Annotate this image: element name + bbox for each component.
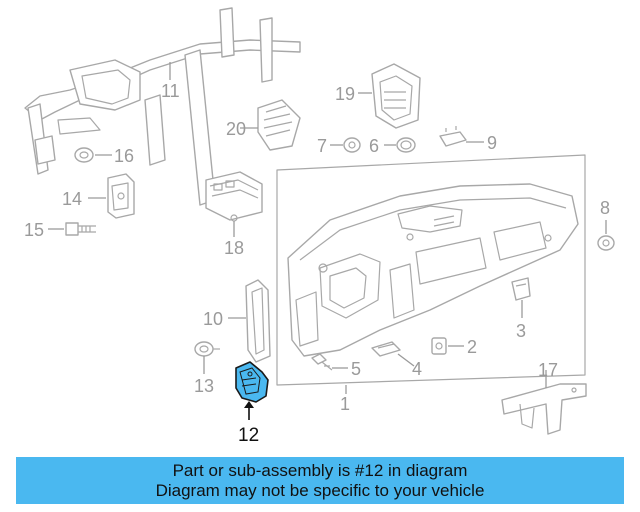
part-3-bracket (511, 277, 531, 301)
callout-13: 13 (194, 376, 214, 396)
callout-10: 10 (203, 309, 223, 329)
callout-7: 7 (317, 136, 327, 156)
callout-1: 1 (340, 394, 350, 414)
callout-17: 17 (538, 360, 558, 380)
part-20-register (257, 99, 301, 151)
part-18-module (205, 171, 263, 222)
callout-5: 5 (351, 359, 361, 379)
part-7-grommet (343, 137, 361, 153)
callout-12: 12 (238, 425, 259, 446)
part-4-clip (371, 341, 401, 357)
part-9-clip (439, 126, 467, 147)
part-5-screw (311, 353, 333, 371)
part-2-clip (431, 337, 447, 355)
part-11-reinforcement (24, 7, 301, 206)
callout-14: 14 (62, 189, 82, 209)
part-8-nut (597, 235, 615, 251)
callout-16: 16 (114, 146, 134, 166)
parts-diagram: 11 16 14 15 18 20 19 (24, 7, 615, 446)
callout-18: 18 (224, 238, 244, 258)
callout-6: 6 (369, 136, 379, 156)
part-14-bracket (107, 173, 135, 219)
part-13-nut (194, 341, 220, 357)
info-banner: Part or sub-assembly is #12 in diagram D… (16, 457, 624, 504)
callout-20: 20 (226, 119, 246, 139)
part-17-bracket (501, 383, 587, 435)
callout-4: 4 (412, 359, 422, 379)
part-1-instrument-panel (276, 154, 586, 386)
callout-9: 9 (487, 133, 497, 153)
part-15-bolt (65, 222, 96, 236)
part-16-clip (74, 147, 94, 163)
part-12-highlighted-bracket (235, 361, 269, 403)
callout-19: 19 (335, 84, 355, 104)
part-19-bracket (371, 63, 421, 129)
callout-15: 15 (24, 220, 44, 240)
callout-3: 3 (516, 321, 526, 341)
callout-2: 2 (467, 337, 477, 357)
banner-line-1: Part or sub-assembly is #12 in diagram (172, 461, 468, 480)
part-6-grommet (396, 137, 416, 153)
callout-8: 8 (600, 198, 610, 218)
banner-line-2: Diagram may not be specific to your vehi… (155, 481, 485, 500)
part-10-trim-panel (245, 279, 271, 363)
callout-11: 11 (161, 81, 180, 101)
